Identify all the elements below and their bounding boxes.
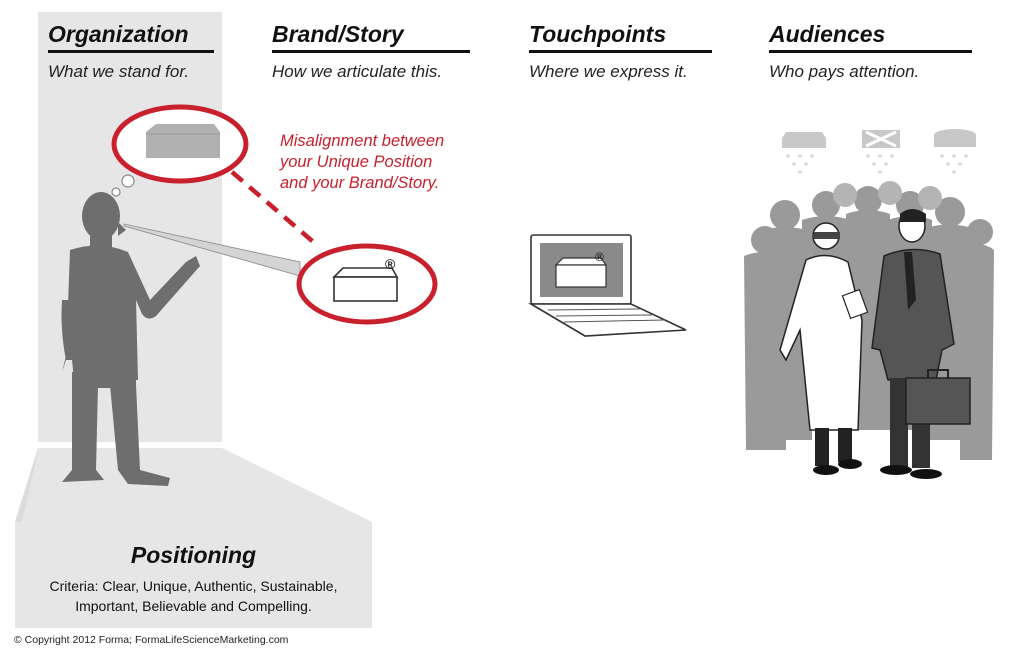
column-subtitle: What we stand for. xyxy=(48,62,190,81)
copyright-text: © Copyright 2012 Forma; FormaLifeScience… xyxy=(14,634,289,646)
column-rule xyxy=(272,50,470,53)
businessman-figure xyxy=(871,209,971,479)
column-brand-story: Brand/Story How we articulate this. xyxy=(272,20,470,82)
column-subtitle: How we articulate this. xyxy=(272,62,443,81)
briefcase-icon xyxy=(905,369,971,425)
floor-platform xyxy=(15,448,372,522)
criteria-line: Criteria: Clear, Unique, Authentic, Sust… xyxy=(49,578,338,594)
positioning-panel: Positioning Criteria: Clear, Unique, Aut… xyxy=(15,522,372,628)
column-title: Organization xyxy=(48,21,189,47)
column-rule xyxy=(48,50,214,53)
annotation-line: and your Brand/Story. xyxy=(280,174,440,192)
column-organization: Organization What we stand for. xyxy=(48,20,214,82)
positioning-title: Positioning xyxy=(130,542,257,568)
misalignment-annotation: Misalignment between your Unique Positio… xyxy=(280,131,510,194)
misalignment-connector xyxy=(230,170,320,248)
column-audiences: Audiences Who pays attention. xyxy=(769,20,972,82)
unique-position-block-icon xyxy=(146,124,220,158)
column-rule xyxy=(529,50,712,53)
column-touchpoints: Touchpoints Where we express it. xyxy=(529,20,712,82)
screen-registered-mark: ® xyxy=(595,250,604,264)
brand-block-icon xyxy=(332,267,399,302)
column-title: Audiences xyxy=(769,21,886,47)
positioning-criteria: Criteria: Clear, Unique, Authentic, Sust… xyxy=(15,576,372,616)
column-title: Brand/Story xyxy=(272,21,404,47)
person-silhouette-icon xyxy=(61,192,200,486)
column-subtitle: Who pays attention. xyxy=(769,62,920,81)
registered-mark: ® xyxy=(385,256,396,272)
laptop-icon xyxy=(528,234,687,337)
audience-perception-icons xyxy=(782,129,976,174)
column-title: Touchpoints xyxy=(529,21,667,47)
criteria-line: Important, Believable and Compelling. xyxy=(75,598,312,614)
annotation-line: your Unique Position xyxy=(280,153,433,171)
scientist-figure xyxy=(779,222,869,475)
column-rule xyxy=(769,50,972,53)
annotation-line: Misalignment between xyxy=(280,132,445,150)
screen-brand-block-icon xyxy=(554,257,608,288)
column-subtitle: Where we express it. xyxy=(529,62,688,81)
thought-bubble xyxy=(111,104,249,197)
brand-story-bubble xyxy=(296,243,438,325)
